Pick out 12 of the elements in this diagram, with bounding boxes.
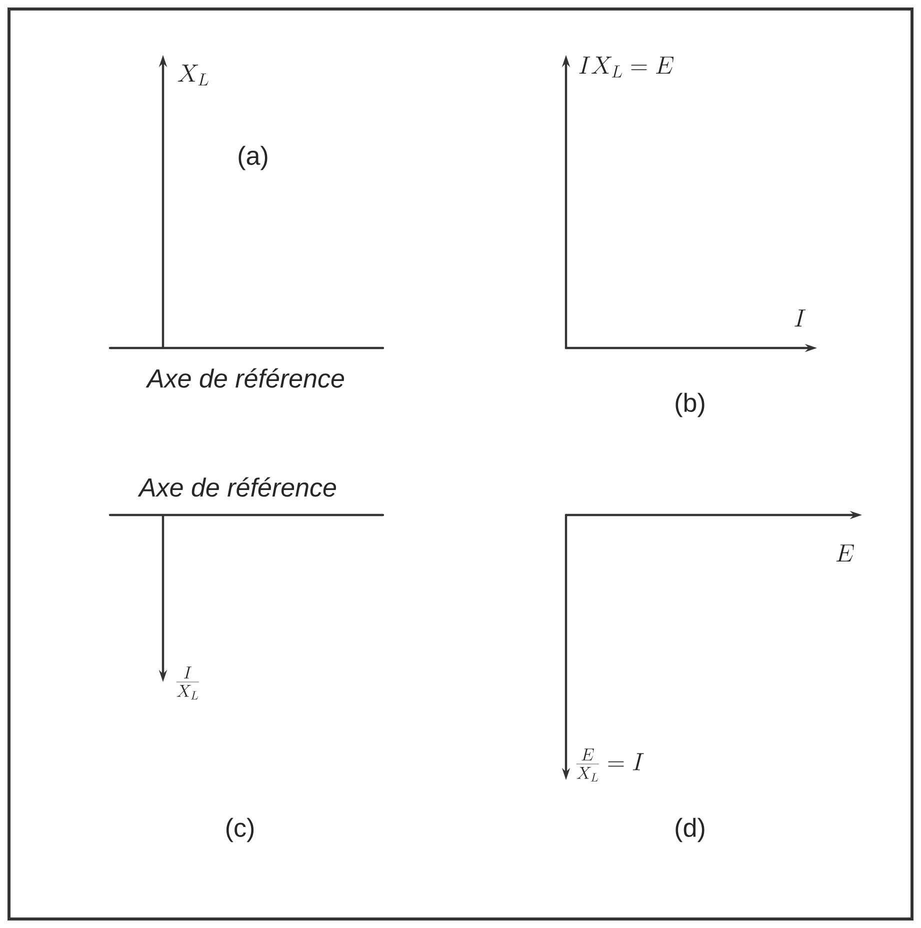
panel-label: (b): [676, 392, 704, 418]
axis-label: Axe de référence: [146, 368, 344, 388]
vector-label: $I$: [794, 310, 806, 326]
vector-label: $X_{L}$: [178, 64, 208, 86]
vector-label: $\frac{E}{X_{L}}=I$: [576, 748, 644, 782]
vector-label: $\frac{I}{X_{L}}$: [176, 666, 199, 700]
panel-label: (a): [238, 146, 268, 170]
panel-label: (d): [676, 818, 704, 842]
axis-label: Axe de référence: [138, 477, 336, 497]
panel-label: (c): [226, 818, 254, 842]
vector-label: $IX_{L}=E$: [579, 56, 674, 78]
vector-label: $E$: [836, 544, 854, 562]
